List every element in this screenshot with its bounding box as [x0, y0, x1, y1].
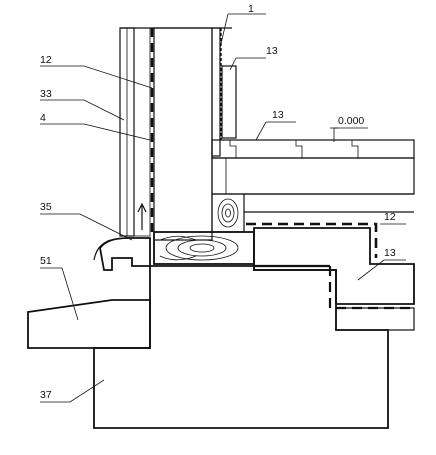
blind-area-paving	[27, 299, 151, 349]
rim-timber	[211, 193, 245, 233]
slab-edge	[335, 307, 415, 331]
callout-12-membrane: 12	[384, 211, 396, 223]
callout-4: 4	[40, 112, 46, 124]
callout-13-floor: 13	[272, 109, 284, 121]
floor-joist	[211, 157, 415, 195]
wall-insulation	[153, 27, 213, 241]
callout-37: 37	[40, 389, 52, 401]
callout-1: 1	[248, 3, 254, 15]
drip-flashing	[99, 237, 151, 271]
skirting-board	[221, 65, 237, 139]
membrane-line	[246, 222, 378, 258]
callout-35: 35	[40, 201, 52, 213]
callout-13-insulation: 13	[384, 247, 396, 259]
floor-boards	[211, 139, 415, 159]
callout-13-wall: 13	[266, 45, 278, 57]
vent-arrow	[137, 202, 147, 230]
callout-33: 33	[40, 88, 52, 100]
callout-12-wall: 12	[40, 54, 52, 66]
concrete-foundation	[93, 265, 389, 429]
level-mark: 0.000	[338, 115, 364, 127]
inner-board	[211, 27, 221, 157]
leader-lines	[40, 13, 406, 403]
callout-51: 51	[40, 255, 52, 267]
